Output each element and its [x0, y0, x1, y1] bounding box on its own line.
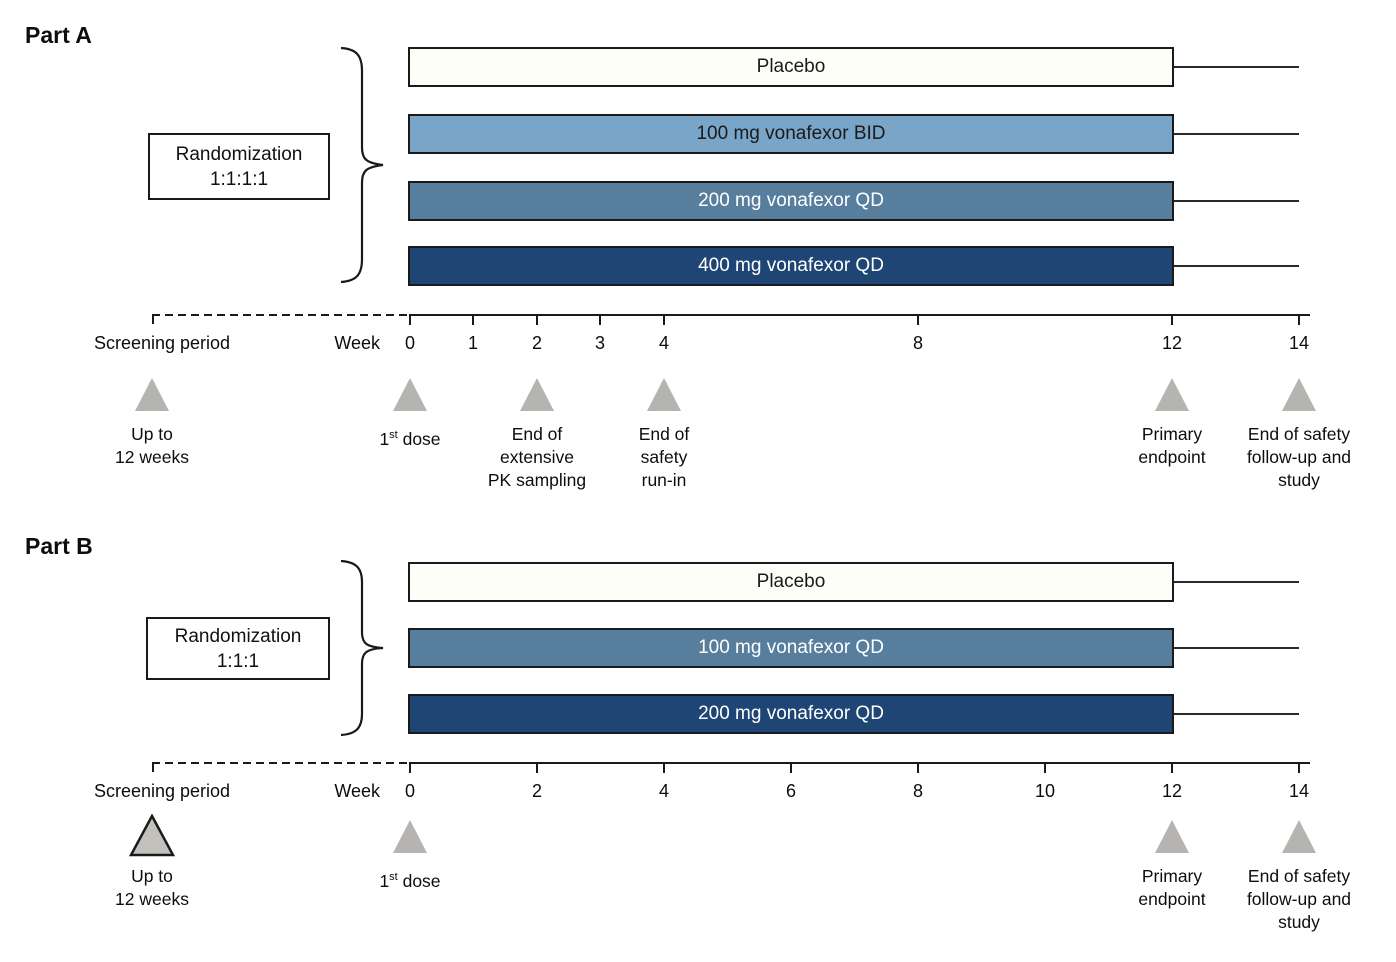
bar-label: Placebo: [756, 571, 826, 592]
axis-tick-label: 0: [404, 333, 415, 353]
axis-tick-label: 8: [912, 333, 923, 353]
milestone-triangle-icon: [647, 378, 681, 411]
screening-period-label: Screening period: [93, 781, 231, 801]
milestone-label-first-dose: 1st dose: [379, 429, 441, 449]
milestone-triangle-icon: [520, 378, 554, 411]
axis-tick-label: 12: [1161, 781, 1183, 801]
axis-tick-label: 0: [404, 781, 415, 801]
axis-tick-label: 1: [467, 333, 478, 353]
randomization-label: Randomization: [174, 625, 302, 647]
axis-tick: [472, 314, 474, 325]
screening-dashed-line: [152, 762, 410, 764]
axis-tick-label: 3: [594, 333, 605, 353]
axis-tick: [917, 762, 919, 773]
axis-tick: [536, 762, 538, 773]
bar-label: 400 mg vonafexor QD: [698, 255, 884, 276]
bar-label: 100 mg vonafexor QD: [698, 637, 884, 658]
axis-tick: [1044, 762, 1046, 773]
milestone-label-screening: Up to 12 weeks: [115, 424, 189, 467]
part-b-title: Part B: [25, 533, 93, 559]
axis-tick-label: 14: [1288, 333, 1310, 353]
brace-icon: [340, 559, 384, 737]
milestone-label-end-of-safety: End of safety follow-up and study: [1246, 424, 1352, 490]
treatment-bar-placebo: Placebo: [408, 47, 1174, 87]
followup-line: [1174, 581, 1299, 583]
milestone-triangle-icon: [393, 820, 427, 853]
milestone-triangle-icon: [1155, 378, 1189, 411]
brace-icon: [340, 46, 384, 284]
axis-tick-label: 4: [658, 333, 669, 353]
followup-line: [1174, 265, 1299, 267]
treatment-bar-200mg-qd: 200 mg vonafexor QD: [408, 694, 1174, 734]
milestone-label-end-of-safety: End of safety follow-up and study: [1246, 866, 1352, 932]
milestone-triangle-icon: [1282, 820, 1316, 853]
milestone-triangle-icon: [135, 378, 169, 411]
axis-tick: [1298, 762, 1300, 773]
milestone-label-screening: Up to 12 weeks: [115, 866, 189, 909]
bar-label: 100 mg vonafexor BID: [696, 123, 886, 144]
timeline-axis: [410, 314, 1310, 316]
milestone-triangle-icon: [1282, 378, 1316, 411]
milestone-label-pk-sampling: End of extensive PK sampling: [487, 424, 587, 490]
randomization-label: Randomization: [175, 143, 303, 165]
axis-tick-label: 2: [531, 333, 542, 353]
screening-dashed-line: [152, 314, 410, 316]
milestone-triangle-icon: [1155, 820, 1189, 853]
part-a-title: Part A: [25, 22, 92, 48]
treatment-bar-200mg-qd: 200 mg vonafexor QD: [408, 181, 1174, 221]
bar-label: 200 mg vonafexor QD: [698, 703, 884, 724]
part-a-randomization-box: Randomization 1:1:1:1: [148, 133, 330, 200]
bar-label: Placebo: [756, 56, 826, 77]
bar-label: 200 mg vonafexor QD: [698, 190, 884, 211]
axis-tick-label: 6: [785, 781, 796, 801]
axis-tick: [917, 314, 919, 325]
axis-tick: [790, 762, 792, 773]
axis-tick: [409, 762, 411, 773]
axis-tick: [1171, 762, 1173, 773]
axis-tick: [536, 314, 538, 325]
milestone-label-safety-runin: End of safety run-in: [638, 424, 690, 490]
randomization-ratio: 1:1:1:1: [209, 168, 269, 190]
axis-tick-label: 10: [1034, 781, 1056, 801]
axis-tick: [1171, 314, 1173, 325]
part-b-randomization-box: Randomization 1:1:1: [146, 617, 330, 680]
timeline-axis: [410, 762, 1310, 764]
milestone-triangle-outlined-icon: [129, 814, 175, 857]
milestone-label-first-dose: 1st dose: [379, 871, 441, 891]
week-label: Week: [334, 781, 380, 801]
treatment-bar-100mg-qd: 100 mg vonafexor QD: [408, 628, 1174, 668]
treatment-bar-placebo: Placebo: [408, 562, 1174, 602]
followup-line: [1174, 66, 1299, 68]
screening-period-label: Screening period: [93, 333, 231, 353]
followup-line: [1174, 133, 1299, 135]
milestone-triangle-icon: [393, 378, 427, 411]
axis-tick-label: 2: [531, 781, 542, 801]
milestone-label-primary-endpoint: Primary endpoint: [1138, 424, 1206, 467]
randomization-ratio: 1:1:1: [216, 650, 260, 672]
treatment-bar-400mg-qd: 400 mg vonafexor QD: [408, 246, 1174, 286]
axis-tick: [1298, 314, 1300, 325]
axis-tick-label: 8: [912, 781, 923, 801]
milestone-label-primary-endpoint: Primary endpoint: [1138, 866, 1206, 909]
treatment-bar-100mg-bid: 100 mg vonafexor BID: [408, 114, 1174, 154]
axis-tick-label: 4: [658, 781, 669, 801]
week-label: Week: [334, 333, 380, 353]
axis-tick: [663, 314, 665, 325]
axis-tick: [409, 314, 411, 325]
axis-tick: [663, 762, 665, 773]
screening-start-tick: [152, 314, 154, 324]
screening-start-tick: [152, 762, 154, 772]
followup-line: [1174, 713, 1299, 715]
axis-tick-label: 14: [1288, 781, 1310, 801]
followup-line: [1174, 200, 1299, 202]
axis-tick-label: 12: [1161, 333, 1183, 353]
followup-line: [1174, 647, 1299, 649]
axis-tick: [599, 314, 601, 325]
